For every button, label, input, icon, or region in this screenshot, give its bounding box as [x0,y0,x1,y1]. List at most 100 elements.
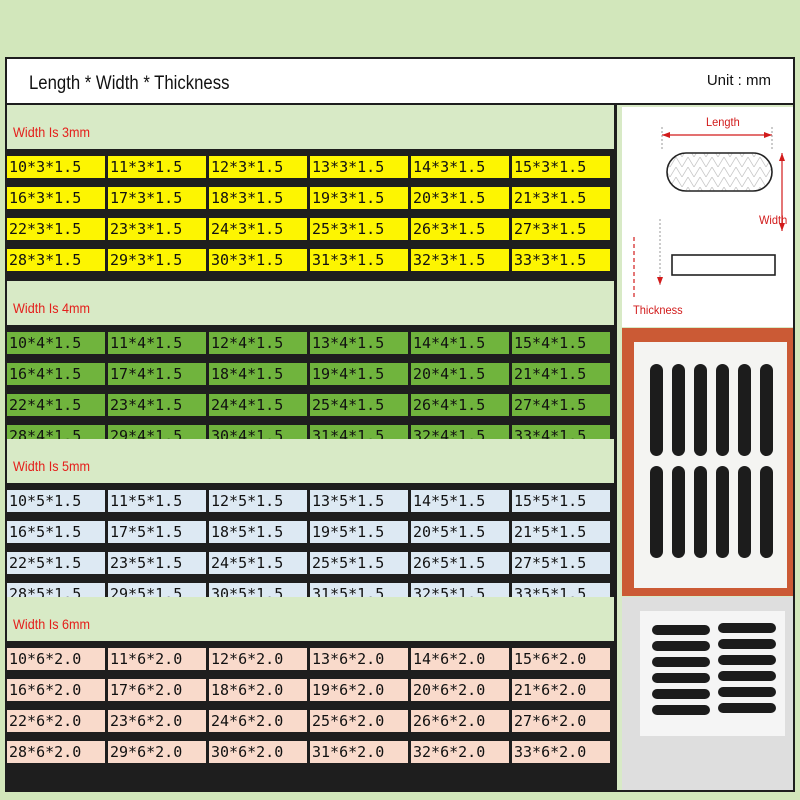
size-cell: 11*3*1.5 [108,156,206,178]
pad-side-view-shape [671,254,776,276]
size-cell: 14*4*1.5 [411,332,509,354]
rubber-strip [694,466,707,558]
rubber-strip [738,466,751,558]
size-cell: 28*6*2.0 [7,741,105,763]
size-cell: 26*6*2.0 [411,710,509,732]
dimension-diagram: Length Width Thickness [622,107,793,327]
size-cell: 26*5*1.5 [411,552,509,574]
rubber-strip [694,364,707,456]
size-cell: 12*3*1.5 [209,156,307,178]
rubber-strip [716,364,729,456]
size-cell: 17*6*2.0 [108,679,206,701]
size-cell: 18*6*2.0 [209,679,307,701]
rubber-strip [718,687,776,697]
section-label: Width Is 3mm [7,105,614,149]
size-cell: 28*3*1.5 [7,249,105,271]
size-cell: 15*3*1.5 [512,156,610,178]
size-cell: 32*3*1.5 [411,249,509,271]
rubber-strip [760,466,773,558]
size-cell: 20*6*2.0 [411,679,509,701]
size-cell: 17*3*1.5 [108,187,206,209]
size-cell: 20*5*1.5 [411,521,509,543]
size-cell: 15*6*2.0 [512,648,610,670]
size-cell: 31*3*1.5 [310,249,408,271]
rubber-strip [716,466,729,558]
size-cell: 24*3*1.5 [209,218,307,240]
backing-sheet [640,611,785,736]
size-cell: 27*4*1.5 [512,394,610,416]
size-cell: 19*6*2.0 [310,679,408,701]
size-cell: 12*5*1.5 [209,490,307,512]
size-cell: 15*4*1.5 [512,332,610,354]
product-photo-vertical-strips [622,328,793,596]
size-cell: 20*4*1.5 [411,363,509,385]
section-label-text: Width Is 3mm [13,124,91,140]
width-arrow-top [779,153,785,161]
rubber-strip [650,364,663,456]
table-header: Length * Width * Thickness Unit : mm [7,59,793,103]
size-cell: 14*5*1.5 [411,490,509,512]
size-cell: 23*6*2.0 [108,710,206,732]
size-cell: 14*3*1.5 [411,156,509,178]
size-cell: 33*3*1.5 [512,249,610,271]
size-cell: 16*5*1.5 [7,521,105,543]
size-cell: 33*6*2.0 [512,741,610,763]
size-cell: 12*4*1.5 [209,332,307,354]
size-cell: 13*3*1.5 [310,156,408,178]
size-cell: 25*3*1.5 [310,218,408,240]
size-cell: 18*5*1.5 [209,521,307,543]
size-cell: 26*4*1.5 [411,394,509,416]
size-cell: 29*6*2.0 [108,741,206,763]
rubber-strip [718,671,776,681]
size-cell: 26*3*1.5 [411,218,509,240]
rubber-strip [652,641,710,651]
rubber-strip [760,364,773,456]
size-cell: 23*5*1.5 [108,552,206,574]
size-cell: 29*3*1.5 [108,249,206,271]
size-cell: 17*5*1.5 [108,521,206,543]
backing-sheet [634,342,787,588]
width-arrow-bottom [779,223,785,231]
size-cell: 25*5*1.5 [310,552,408,574]
pad-top-view-shape [666,152,773,192]
thickness-arrow [657,277,663,285]
unit-label: Unit : mm [706,72,771,89]
vertical-strips-drawing [650,364,773,558]
size-cell: 10*4*1.5 [7,332,105,354]
size-cell: 24*4*1.5 [209,394,307,416]
rubber-strip [650,466,663,558]
size-cell: 32*6*2.0 [411,741,509,763]
size-cell: 14*6*2.0 [411,648,509,670]
size-cell: 13*6*2.0 [310,648,408,670]
size-cell: 16*4*1.5 [7,363,105,385]
rubber-strip [652,657,710,667]
size-cell: 21*6*2.0 [512,679,610,701]
thickness-label: Thickness [633,303,683,317]
size-cell: 23*4*1.5 [108,394,206,416]
rubber-strip [718,655,776,665]
size-cell: 25*6*2.0 [310,710,408,732]
size-cell: 24*6*2.0 [209,710,307,732]
size-cell: 20*3*1.5 [411,187,509,209]
size-cell: 21*5*1.5 [512,521,610,543]
length-arrow-right [764,132,772,138]
rubber-strip [738,364,751,456]
section-label-text: Width Is 5mm [13,458,91,474]
section-label: Width Is 5mm [7,439,614,483]
size-cell: 21*4*1.5 [512,363,610,385]
size-cell: 19*5*1.5 [310,521,408,543]
size-cell: 10*6*2.0 [7,648,105,670]
rubber-strip [672,364,685,456]
size-cell: 18*4*1.5 [209,363,307,385]
size-cell: 15*5*1.5 [512,490,610,512]
dimension-diagram-drawing [633,127,785,297]
size-cell: 11*4*1.5 [108,332,206,354]
size-cell: 30*3*1.5 [209,249,307,271]
size-cell: 24*5*1.5 [209,552,307,574]
size-cell: 16*3*1.5 [7,187,105,209]
length-arrow-left [662,132,670,138]
size-cell: 13*5*1.5 [310,490,408,512]
size-cell: 13*4*1.5 [310,332,408,354]
size-cell: 18*3*1.5 [209,187,307,209]
size-cell: 10*3*1.5 [7,156,105,178]
